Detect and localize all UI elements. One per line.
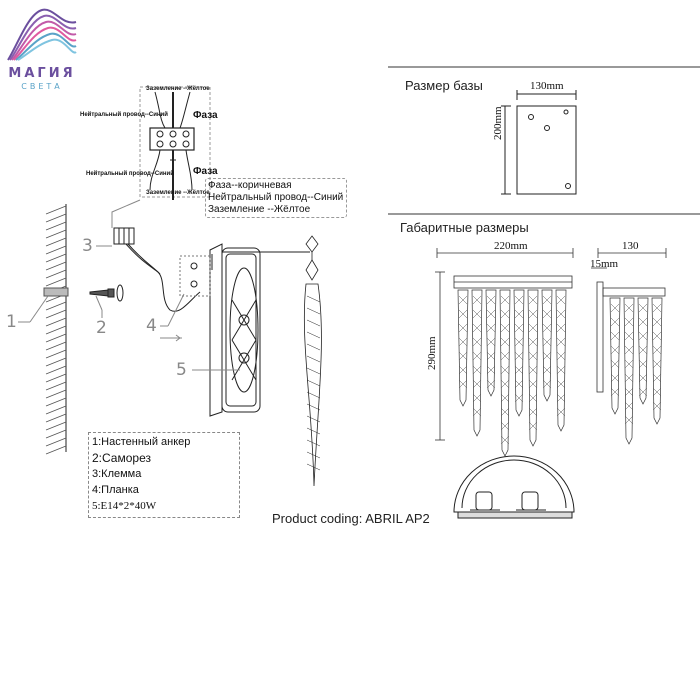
wire-color-legend: Фаза--коричневая Нейтральный провод--Син… — [208, 180, 343, 216]
wall-drawing — [43, 204, 69, 455]
base-width-label: 130mm — [530, 80, 564, 92]
part-anchor: 1:Настенный анкер — [92, 436, 191, 448]
wiring-top-phase: Фаза — [193, 110, 218, 121]
brand-name: МАГИЯ — [8, 66, 76, 81]
terminal-drawing — [113, 227, 201, 312]
wire-legend-neutral: Нейтральный провод--Синий — [208, 192, 344, 203]
base-height-label: 200mm — [492, 106, 504, 140]
part-terminal: 3:Клемма — [92, 468, 142, 480]
side-view-drawing — [591, 248, 667, 393]
callout-leaders — [18, 199, 240, 371]
screw-drawing — [89, 284, 124, 302]
overall-dimensions-title: Габаритные размеры — [400, 220, 529, 235]
callout-4: 4 — [146, 316, 157, 336]
part-screw: 2:Саморез — [92, 451, 151, 465]
product-coding: Product coding: ABRIL AP2 — [272, 511, 430, 526]
wiring-top-ground: Заземление --Жёлтое — [146, 86, 210, 92]
top-view-drawing — [453, 455, 575, 519]
brand-subtitle: СВЕТА — [21, 82, 63, 91]
overall-offset-label: 15mm — [590, 258, 619, 270]
part-bulb: 5:E14*2*40W — [92, 500, 157, 512]
wire-legend-phase: Фаза--коричневая — [208, 180, 292, 191]
callout-3: 3 — [82, 236, 93, 256]
base-size-title: Размер базы — [405, 78, 483, 93]
parts-legend-box — [88, 432, 240, 518]
wiring-bottom-ground: Заземление --Жёлтое — [146, 190, 210, 196]
part-bracket: 4:Планка — [92, 484, 139, 496]
overall-depth-label: 130 — [622, 240, 639, 252]
crystal-chain — [303, 235, 322, 487]
front-crystals — [457, 289, 567, 457]
callout-5: 5 — [176, 360, 187, 380]
lamp-body-drawing — [179, 243, 310, 417]
side-crystals — [609, 297, 663, 445]
callout-1: 1 — [6, 312, 17, 332]
wiring-top-neutral: Нейтральный провод--Синий — [80, 112, 168, 118]
base-plate-drawing — [501, 90, 577, 195]
callout-2: 2 — [96, 318, 107, 338]
brand-logo-icon — [7, 8, 77, 61]
wiring-bottom-phase: Фаза — [193, 166, 218, 177]
overall-height-label: 290mm — [426, 336, 438, 370]
wire-legend-box — [205, 178, 347, 218]
front-view-drawing — [435, 248, 574, 441]
wiring-bottom-neutral: Нейтральный провод--Синий — [86, 171, 174, 177]
wiring-block — [139, 86, 211, 200]
overall-width-label: 220mm — [494, 240, 528, 252]
wire-legend-ground: Заземление --Жёлтое — [208, 204, 311, 215]
